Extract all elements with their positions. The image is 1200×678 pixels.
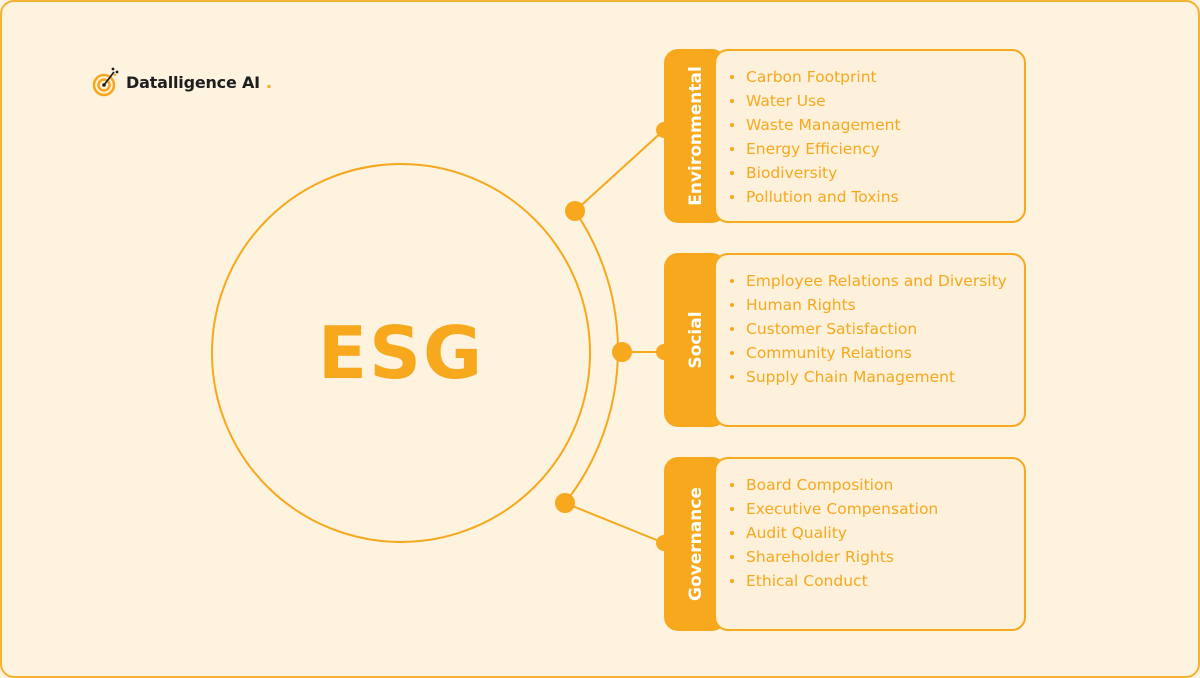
list-item: Water Use	[730, 91, 1014, 111]
connector-line-governance	[564, 502, 665, 544]
node-dot-governance	[555, 493, 575, 513]
list-item: Shareholder Rights	[730, 547, 1014, 567]
node-dot-environmental	[565, 201, 585, 221]
list-item: Executive Compensation	[730, 499, 1014, 519]
list-item: Energy Efficiency	[730, 139, 1014, 159]
esg-title: ESG	[317, 311, 485, 395]
list-item: Supply Chain Management	[730, 367, 1014, 387]
pillar-card-environmental: Environmental Carbon Footprint Water Use…	[664, 49, 1026, 223]
pillar-title: Environmental	[686, 66, 706, 206]
pillar-item-list: Board Composition Executive Compensation…	[716, 459, 1024, 591]
list-item: Community Relations	[730, 343, 1014, 363]
pillar-item-list: Carbon Footprint Water Use Waste Managem…	[716, 51, 1024, 207]
brand-logo: Datalligence AI.	[92, 66, 272, 98]
pillar-body: Employee Relations and Diversity Human R…	[714, 253, 1026, 427]
list-item: Customer Satisfaction	[730, 319, 1014, 339]
list-item: Pollution and Toxins	[730, 187, 1014, 207]
brand-dot: .	[265, 72, 272, 92]
esg-circle	[211, 163, 591, 543]
list-item: Biodiversity	[730, 163, 1014, 183]
brand-name: Datalligence AI	[126, 72, 260, 92]
list-item: Employee Relations and Diversity	[730, 271, 1014, 291]
list-item: Audit Quality	[730, 523, 1014, 543]
pillar-body: Carbon Footprint Water Use Waste Managem…	[714, 49, 1026, 223]
target-icon	[92, 67, 119, 97]
pillar-title: Governance	[686, 487, 706, 601]
connector-line-environmental	[574, 129, 665, 212]
list-item: Human Rights	[730, 295, 1014, 315]
node-dot-social	[612, 342, 632, 362]
pillar-title: Social	[686, 311, 706, 369]
list-item: Ethical Conduct	[730, 571, 1014, 591]
pillar-item-list: Employee Relations and Diversity Human R…	[716, 255, 1024, 387]
list-item: Waste Management	[730, 115, 1014, 135]
pillar-card-governance: Governance Board Composition Executive C…	[664, 457, 1026, 631]
pillar-card-social: Social Employee Relations and Diversity …	[664, 253, 1026, 427]
list-item: Board Composition	[730, 475, 1014, 495]
pillar-body: Board Composition Executive Compensation…	[714, 457, 1026, 631]
list-item: Carbon Footprint	[730, 67, 1014, 87]
